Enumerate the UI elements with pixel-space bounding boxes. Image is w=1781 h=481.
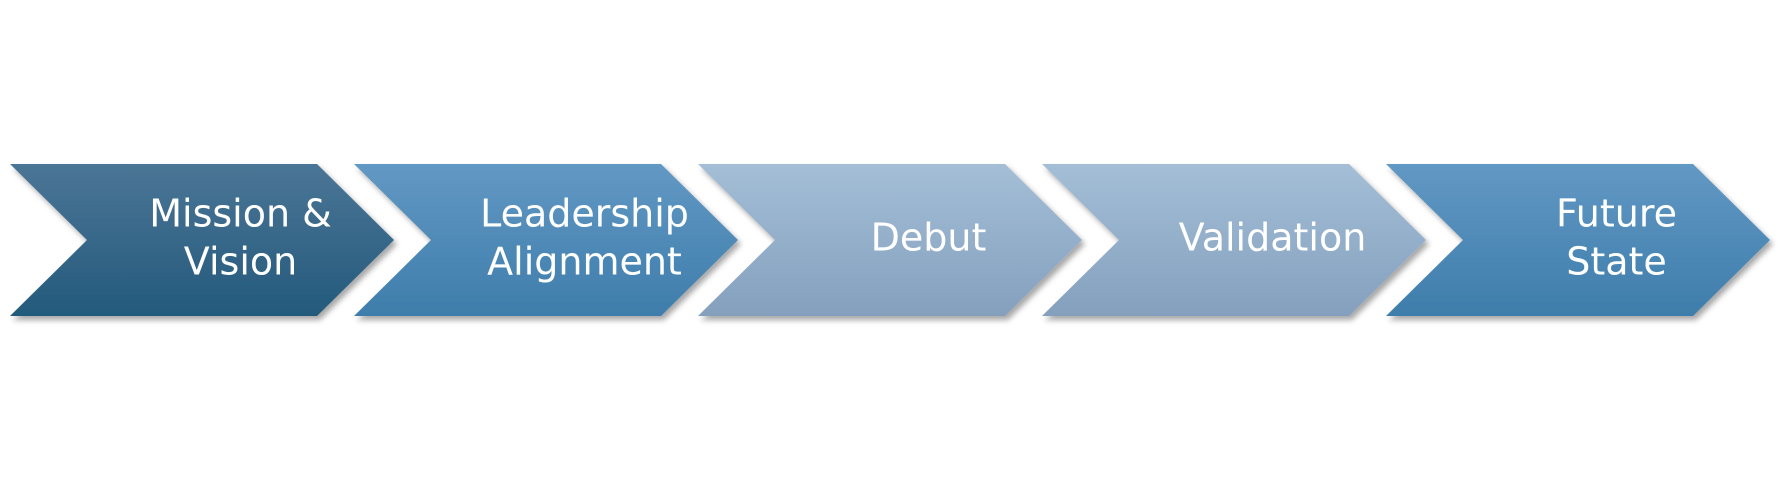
step-label: Leadership [480,192,689,236]
chevron-shape [698,164,1082,316]
chevron-shape [10,164,394,316]
step-4: Validation [1042,164,1426,316]
step-label: Alignment [487,240,682,284]
chevron-shape [1386,164,1770,316]
chevron-shape [1042,164,1426,316]
step-label: Mission & [149,192,332,236]
step-label: Validation [1179,216,1367,260]
step-label: State [1566,240,1667,284]
step-3: Debut [698,164,1082,316]
step-label: Debut [871,216,987,260]
step-label: Future [1556,192,1677,236]
chevron-shape [354,164,738,316]
step-1: Mission &Vision [10,164,394,316]
step-label: Vision [184,240,297,284]
